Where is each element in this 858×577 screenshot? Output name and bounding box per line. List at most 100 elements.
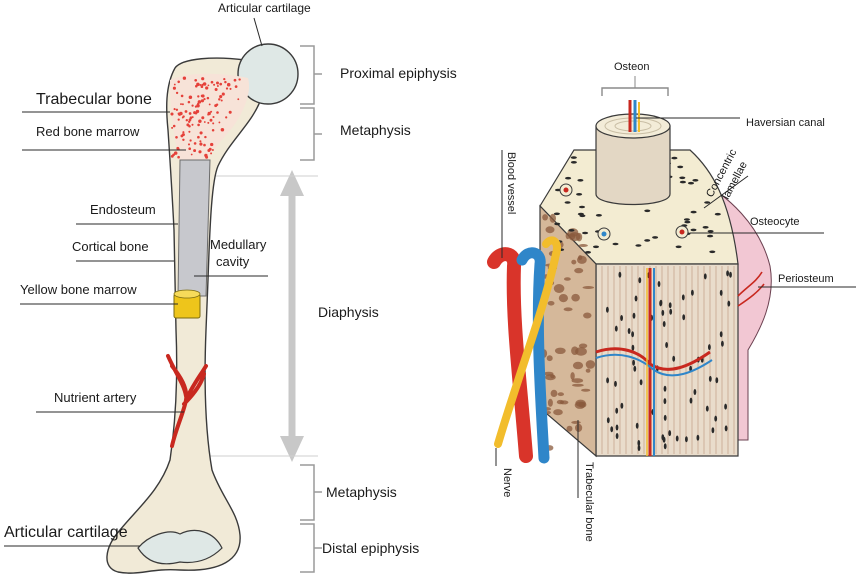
marrow-dot [175, 91, 179, 95]
marrow-dot [182, 131, 185, 134]
bracket-metaphysis-bottom [300, 464, 315, 521]
osteocyte-dot [661, 434, 665, 441]
osteocyte-dot [711, 427, 715, 434]
marrow-dot [185, 119, 188, 122]
osteocyte-dot [707, 234, 714, 238]
osteocyte-dot [663, 398, 667, 405]
osteocyte-dot [615, 424, 619, 431]
osteocyte-dot [657, 281, 661, 287]
osteocyte-dot [614, 325, 618, 332]
osteocyte-dot [719, 331, 723, 338]
label-trabecular-bone-right: Trabecular bone [583, 462, 595, 542]
marrow-dot [210, 152, 213, 155]
osteocyte-dot [661, 309, 665, 316]
marrow-dot [177, 112, 181, 116]
osteocyte-dot [577, 179, 584, 182]
trabecular-spot [571, 420, 581, 424]
label-diaphysis: Diaphysis [318, 304, 379, 320]
marrow-dot [228, 110, 232, 114]
marrow-dot [182, 115, 185, 118]
osteocyte-dot [724, 403, 727, 410]
osteocyte-dot [719, 289, 723, 296]
marrow-dot [196, 103, 200, 108]
label-endosteum: Endosteum [90, 202, 156, 217]
osteocyte-dot [693, 389, 697, 395]
marrow-dot [180, 94, 184, 98]
marrow-dot [214, 104, 218, 108]
osteocyte-dot [663, 443, 667, 450]
marrow-dot [226, 82, 231, 87]
label-periosteum: Periosteum [778, 273, 834, 285]
marrow-dot [186, 123, 190, 127]
marrow-dot [223, 77, 226, 81]
osteocyte-dot [606, 417, 610, 424]
osteocyte-dot [565, 176, 572, 180]
marrow-dot [203, 121, 206, 123]
marrow-dot [189, 139, 192, 142]
osteocyte-dot [675, 245, 682, 249]
osteocyte-dot [635, 422, 639, 429]
marrow-dot [172, 124, 176, 128]
osteocyte-dot [679, 176, 686, 180]
label-blood-vessel: Blood vessel [505, 152, 517, 214]
osteocyte-dot [709, 250, 716, 254]
marrow-dot [195, 84, 198, 88]
marrow-dot [234, 85, 238, 88]
marrow-dot [205, 86, 209, 90]
marrow-dot [202, 82, 207, 86]
marrow-dot [220, 99, 223, 102]
trabecular-spot [558, 294, 569, 303]
trabecular-spot [550, 389, 558, 397]
trabecular-spot [546, 355, 553, 362]
marrow-dot [170, 112, 174, 116]
marrow-dot [191, 123, 194, 126]
marrow-dot [216, 111, 219, 114]
marrow-dot [203, 143, 206, 147]
marrow-dot [175, 135, 178, 139]
osteocyte-dot [564, 201, 571, 204]
osteocyte-dot [703, 273, 707, 280]
trabecular-spot [547, 398, 553, 407]
marrow-dot [200, 99, 204, 103]
osteon-cylinder [595, 100, 671, 206]
marrow-dot [188, 130, 191, 133]
marrow-dot [197, 135, 200, 139]
osteocyte-dot [606, 306, 609, 313]
marrow-dot [177, 155, 180, 159]
label-articular-cartilage-bottom: Articular cartilage [4, 524, 128, 541]
marrow-dot [188, 112, 192, 115]
label-medullary-cavity-line2: cavity [216, 254, 250, 269]
marrow-dot [229, 87, 232, 90]
osteocyte-dot [632, 312, 636, 319]
marrow-dot [194, 78, 198, 82]
marrow-dot [197, 95, 200, 98]
label-haversian-canal: Haversian canal [746, 117, 825, 129]
osteocyte-dot [689, 397, 693, 404]
marrow-dot [216, 81, 219, 85]
osteocyte-dot [576, 193, 583, 196]
osteocyte-dot [635, 244, 642, 247]
marrow-dot [210, 110, 213, 113]
trabecular-spot [546, 411, 551, 414]
osteocyte-dot [620, 315, 623, 321]
label-osteocyte: Osteocyte [750, 216, 800, 228]
osteocyte-dot [677, 165, 684, 169]
label-medullary-cavity-line1: Medullary [210, 237, 267, 252]
marrow-dot [188, 120, 191, 124]
marrow-dot [219, 82, 223, 86]
marrow-dot [187, 100, 191, 104]
label-cortical-bone: Cortical bone [72, 239, 149, 254]
trabecular-spot [542, 214, 548, 221]
marrow-dot [188, 147, 192, 151]
trabecular-spot [585, 368, 591, 373]
marrow-dot [173, 151, 178, 155]
osteocyte-dot [714, 415, 718, 422]
marrow-dot [208, 103, 211, 106]
trabecular-spot [575, 399, 586, 407]
osteocyte-dot [638, 277, 642, 284]
label-metaphysis-top: Metaphysis [340, 122, 411, 138]
osteocyte-dot [568, 229, 575, 232]
osteocyte-dot [662, 321, 666, 327]
nutrient-artery [166, 354, 208, 448]
marrow-dot [211, 149, 214, 151]
